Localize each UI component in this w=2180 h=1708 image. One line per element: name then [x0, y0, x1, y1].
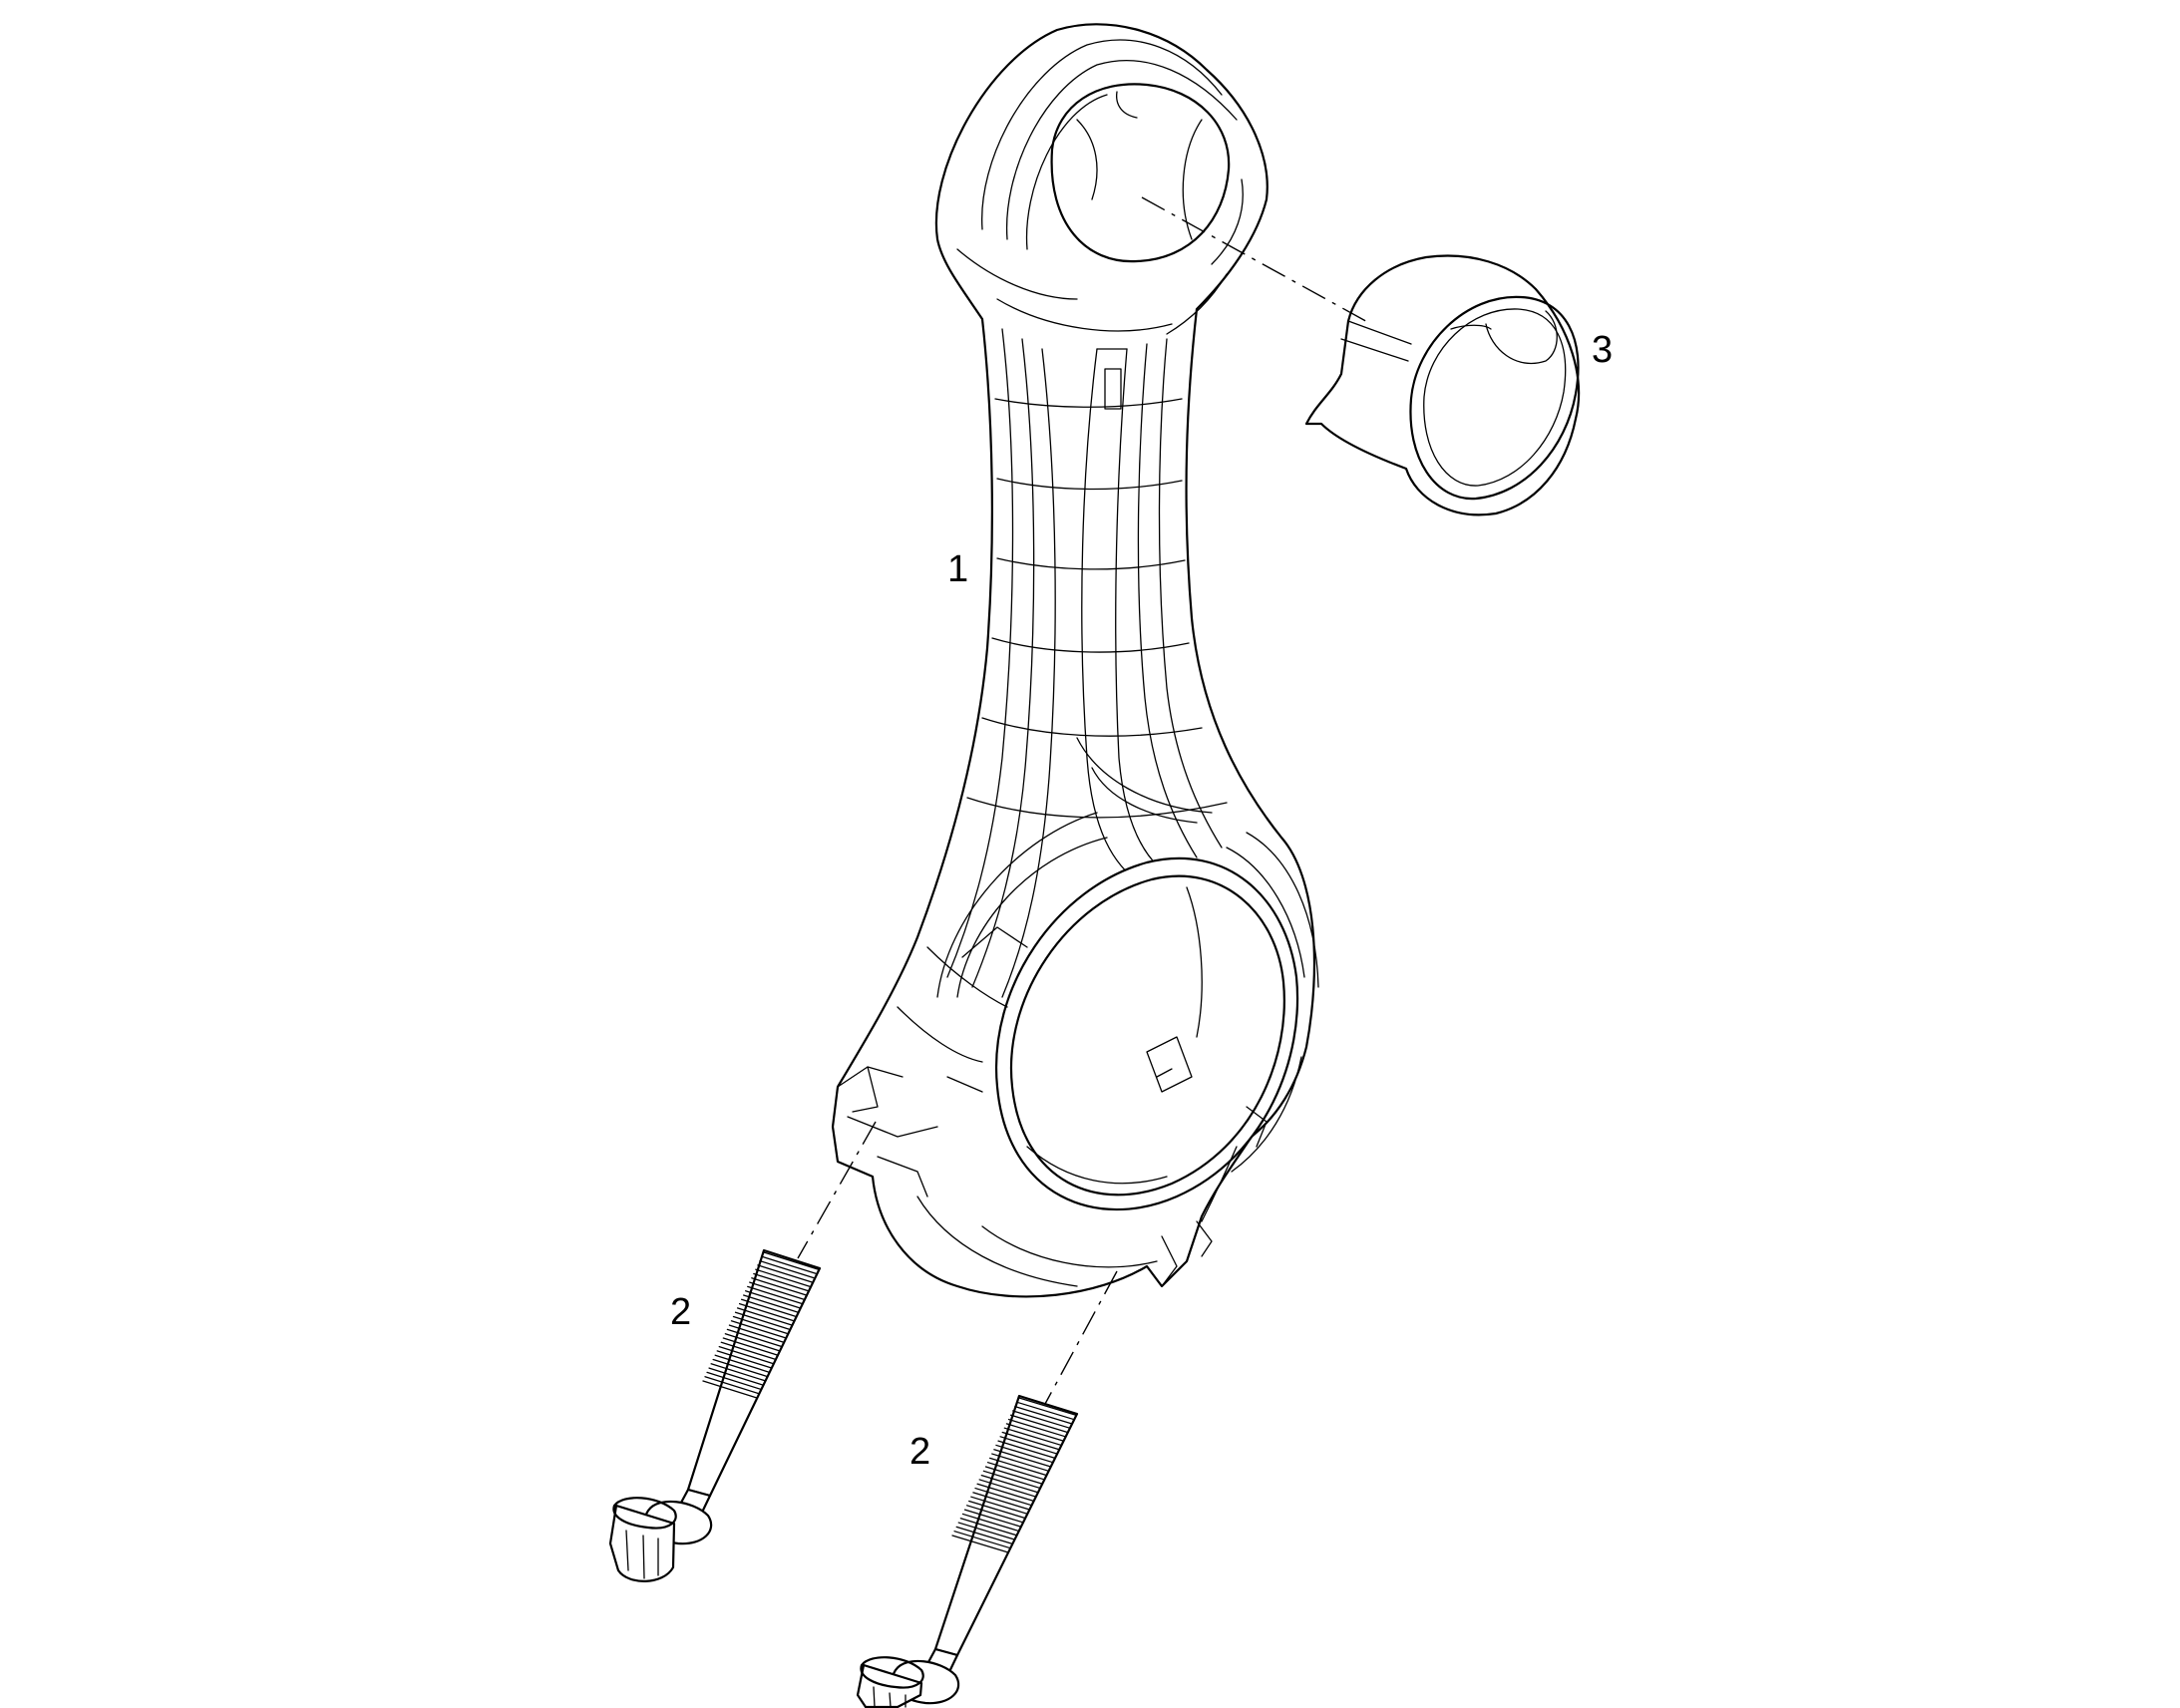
- bolt-thread: [1003, 1427, 1061, 1446]
- bolt-thread: [951, 1535, 1009, 1553]
- callout-bushing: 3: [1592, 329, 1613, 371]
- bolt-thread: [712, 1358, 768, 1378]
- bolt-thread: [728, 1324, 785, 1343]
- bolt-thread: [743, 1294, 799, 1313]
- rod-bolt-right: [856, 1394, 1079, 1708]
- bolt-thread: [957, 1522, 1015, 1540]
- bolt-thread: [997, 1440, 1055, 1459]
- bolt-thread: [757, 1264, 813, 1283]
- bolt-thread: [763, 1251, 819, 1270]
- bolt-thread: [740, 1298, 797, 1317]
- bolt-thread: [953, 1531, 1011, 1549]
- bolt-thread: [747, 1285, 803, 1305]
- bolt-thread: [980, 1474, 1038, 1494]
- bolt-thread: [710, 1363, 766, 1382]
- bolt-thread: [749, 1281, 805, 1300]
- bolt-thread: [753, 1272, 809, 1292]
- bolt-thread: [976, 1483, 1034, 1502]
- bolt-thread: [755, 1268, 811, 1287]
- bolt-thread: [714, 1354, 770, 1373]
- bolt-thread: [959, 1518, 1018, 1537]
- bolt-thread: [730, 1320, 787, 1339]
- bushing-body: [1304, 254, 1581, 516]
- bolt-thread: [1005, 1423, 1064, 1442]
- bolt-thread: [968, 1500, 1026, 1520]
- bolt-thread: [704, 1376, 760, 1395]
- bolt-thread: [732, 1315, 789, 1335]
- bolt-thread: [966, 1505, 1024, 1524]
- bolt-thread: [759, 1259, 815, 1279]
- small-end-bore: [1050, 83, 1231, 263]
- bolt-thread: [989, 1457, 1047, 1477]
- bolt-thread: [991, 1453, 1049, 1472]
- callout-rod: 1: [947, 548, 968, 590]
- bolt-thread: [963, 1509, 1022, 1528]
- bolt-thread: [702, 1380, 758, 1399]
- bolt-thread: [970, 1496, 1028, 1515]
- bolt-thread: [722, 1337, 778, 1356]
- bolt-thread: [1009, 1414, 1068, 1433]
- bolt-thread: [986, 1462, 1045, 1481]
- connecting-rod: [831, 23, 1319, 1298]
- rod-bolt-left: [608, 1248, 822, 1582]
- bolt-thread: [995, 1444, 1053, 1464]
- bolt-thread: [1016, 1401, 1074, 1420]
- bolt-thread: [720, 1341, 776, 1360]
- bushing-axis-line: [1141, 196, 1372, 325]
- bolt-thread: [978, 1479, 1036, 1498]
- bolt-thread: [761, 1255, 817, 1274]
- bolt-thread: [724, 1333, 781, 1352]
- callout-bolt-left: 2: [670, 1291, 691, 1333]
- bolt-thread: [1014, 1405, 1072, 1425]
- bolt-thread: [961, 1513, 1020, 1533]
- bolt-right-axis-line: [1044, 1270, 1118, 1405]
- bolt-thread: [718, 1345, 774, 1365]
- bolt-thread: [751, 1277, 807, 1296]
- bolt-thread: [745, 1290, 801, 1309]
- small-end-bushing: [1304, 254, 1581, 516]
- bolt-thread: [706, 1371, 762, 1391]
- bolt-thread: [726, 1328, 783, 1348]
- bolt-thread: [1012, 1410, 1070, 1429]
- bolt-right-shank: [933, 1394, 1079, 1657]
- bolt-thread: [734, 1311, 791, 1330]
- bolt-thread: [972, 1492, 1030, 1511]
- bolt-thread: [716, 1350, 772, 1369]
- bolt-thread: [736, 1307, 793, 1326]
- bolt-thread: [982, 1470, 1041, 1489]
- bolt-thread: [1018, 1397, 1076, 1416]
- bushing-opening: [1409, 295, 1580, 501]
- callout-bolt-right: 2: [909, 1431, 930, 1473]
- big-end-bore: [994, 856, 1299, 1211]
- bolt-thread: [1001, 1431, 1059, 1451]
- bolt-thread: [984, 1466, 1043, 1485]
- bolt-thread: [738, 1302, 795, 1322]
- bolt-thread: [993, 1449, 1051, 1468]
- bolt-thread: [999, 1436, 1057, 1455]
- bolt-thread: [1007, 1418, 1066, 1438]
- bolt-thread: [955, 1526, 1013, 1545]
- bolt-thread: [974, 1487, 1032, 1507]
- bolt-thread: [708, 1367, 764, 1386]
